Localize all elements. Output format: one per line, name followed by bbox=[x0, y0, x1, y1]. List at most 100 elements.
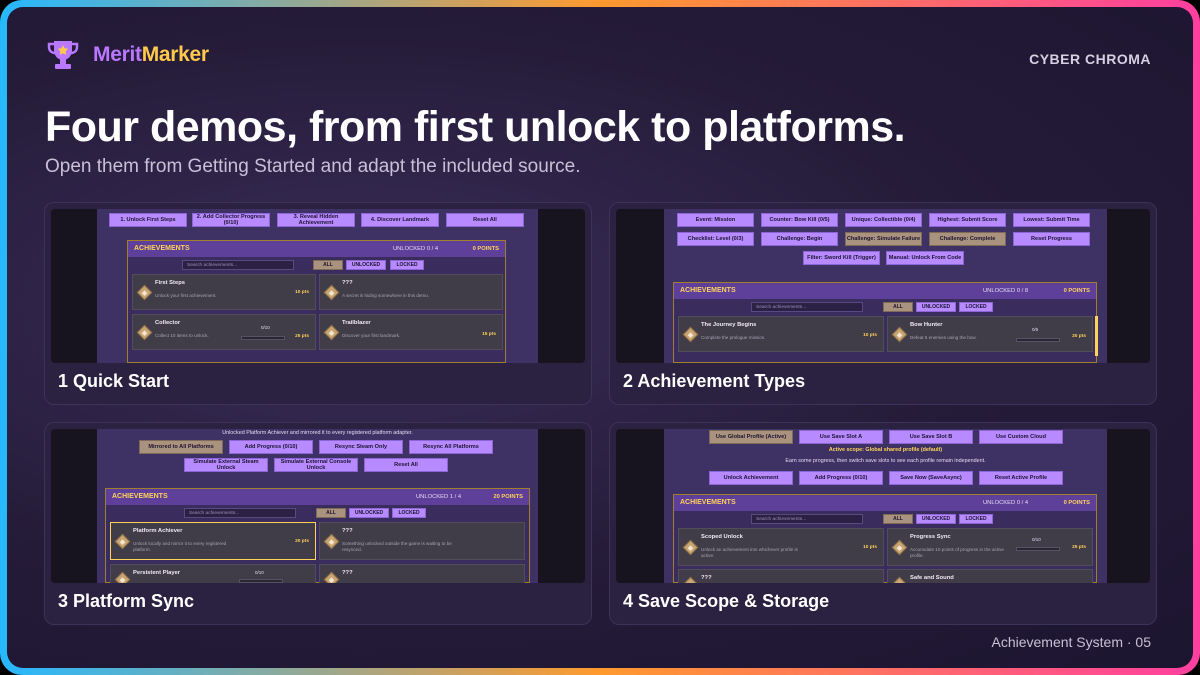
filter-all-button[interactable]: ALL bbox=[883, 302, 913, 312]
achievement-item[interactable]: Progress Sync Accumulate 10 points of pr… bbox=[887, 528, 1093, 566]
demo-button[interactable]: Simulate External Console Unlock bbox=[274, 458, 358, 472]
demo-button[interactable]: Use Save Slot B bbox=[889, 430, 973, 444]
filter-unlocked-button[interactable]: UNLOCKED bbox=[349, 508, 389, 518]
panel-title: ACHIEVEMENTS bbox=[112, 493, 168, 500]
diamond-badge-icon bbox=[891, 539, 908, 556]
achievement-item[interactable]: ??? Something unlocked outside the game … bbox=[319, 522, 525, 560]
filter-locked-button[interactable]: LOCKED bbox=[390, 260, 424, 270]
filter-locked-button[interactable]: LOCKED bbox=[392, 508, 426, 518]
demo-button[interactable]: Add Progress (0/10) bbox=[799, 471, 883, 485]
demo-stage: Use Global Profile (Active) Use Save Slo… bbox=[664, 429, 1107, 583]
demo-button[interactable]: Resync Steam Only bbox=[319, 440, 403, 454]
search-input[interactable]: Search achievements... bbox=[182, 260, 294, 270]
demo-screenshot: 1. Unlock First Steps 2. Add Collector P… bbox=[51, 209, 585, 363]
demo-button[interactable]: 1. Unlock First Steps bbox=[109, 213, 187, 227]
demo-button[interactable]: Checklist: Level (0/3) bbox=[677, 232, 754, 246]
filter-all-button[interactable]: ALL bbox=[313, 260, 343, 270]
diamond-badge-icon bbox=[891, 576, 908, 583]
achievements-panel: ACHIEVEMENTS UNLOCKED 0 / 4 0 POINTS Sea… bbox=[127, 240, 506, 363]
demo-button[interactable]: Challenge: Complete bbox=[929, 232, 1006, 246]
card-label: 3 Platform Sync bbox=[58, 591, 195, 611]
demo-button[interactable]: Reset Progress bbox=[1013, 232, 1090, 246]
demo-card-quick-start[interactable]: 1. Unlock First Steps 2. Add Collector P… bbox=[44, 202, 592, 405]
filter-all-button[interactable]: ALL bbox=[316, 508, 346, 518]
unlocked-count: UNLOCKED 0 / 4 bbox=[393, 246, 439, 252]
diamond-badge-icon bbox=[136, 324, 153, 341]
brand-name: MeritMarker bbox=[93, 43, 209, 66]
search-input[interactable]: Search achievements... bbox=[184, 508, 296, 518]
diamond-badge-icon bbox=[682, 576, 699, 583]
progress-bar bbox=[241, 336, 285, 340]
active-scope-label: Active scope: Global shared profile (def… bbox=[828, 447, 943, 453]
achievement-item[interactable]: ??? A secret is hiding somewhere in this… bbox=[319, 274, 503, 310]
achievement-item[interactable]: The Journey Begins Complete the prologue… bbox=[678, 316, 884, 352]
demo-button[interactable]: Event: Mission bbox=[677, 213, 754, 227]
demo-button[interactable]: Manual: Unlock From Code bbox=[886, 251, 964, 265]
achievement-item[interactable]: Scoped Unlock Unlock an achievement into… bbox=[678, 528, 884, 566]
achievement-item[interactable]: Trailblazer Discover your first landmark… bbox=[319, 314, 503, 350]
demo-button[interactable]: Add Progress (0/10) bbox=[229, 440, 313, 454]
demo-card-platform-sync[interactable]: Unlocked Platform Achiever and mirrored … bbox=[44, 422, 592, 625]
search-input[interactable]: Search achievements... bbox=[751, 302, 863, 312]
filter-unlocked-button[interactable]: UNLOCKED bbox=[346, 260, 386, 270]
demo-button[interactable]: Resync All Platforms bbox=[409, 440, 493, 454]
card-label: 4 Save Scope & Storage bbox=[623, 591, 830, 611]
achievement-item[interactable]: First Steps Unlock your first achievemen… bbox=[132, 274, 316, 310]
demo-button[interactable]: 4. Discover Landmark bbox=[361, 213, 439, 227]
progress-bar bbox=[239, 579, 283, 583]
search-input[interactable]: Search achievements... bbox=[751, 514, 863, 524]
demo-button[interactable]: Simulate External Steam Unlock bbox=[184, 458, 268, 472]
diamond-badge-icon bbox=[323, 324, 340, 341]
demo-button[interactable]: Use Custom Cloud bbox=[979, 430, 1063, 444]
demo-button[interactable]: Reset Active Profile bbox=[979, 471, 1063, 485]
diamond-badge-icon bbox=[114, 571, 131, 583]
achievement-item[interactable]: Platform Achiever Unlock locally and mir… bbox=[110, 522, 316, 560]
progress-bar bbox=[1016, 547, 1060, 551]
demo-button[interactable]: Reset All bbox=[364, 458, 448, 472]
demo-screenshot: Event: Mission Counter: Bow Kill (0/5) U… bbox=[616, 209, 1150, 363]
demo-card-achievement-types[interactable]: Event: Mission Counter: Bow Kill (0/5) U… bbox=[609, 202, 1157, 405]
achievement-item[interactable]: Persistent Player 0/10 bbox=[110, 564, 316, 583]
filter-locked-button[interactable]: LOCKED bbox=[959, 514, 993, 524]
demo-button[interactable]: Unique: Collectible (0/4) bbox=[845, 213, 922, 227]
achievements-panel: ACHIEVEMENTS UNLOCKED 0 / 8 0 POINTS Sea… bbox=[673, 282, 1098, 363]
demo-button[interactable]: Unlock Achievement bbox=[709, 471, 793, 485]
filter-locked-button[interactable]: LOCKED bbox=[959, 302, 993, 312]
demo-button[interactable]: Filter: Sword Kill (Trigger) bbox=[803, 251, 880, 265]
diamond-badge-icon bbox=[323, 571, 340, 583]
demo-screenshot: Use Global Profile (Active) Use Save Slo… bbox=[616, 429, 1150, 583]
points-total: 0 POINTS bbox=[472, 246, 499, 252]
achievement-item[interactable]: Collector Collect 10 items to unlock. 0/… bbox=[132, 314, 316, 350]
filter-unlocked-button[interactable]: UNLOCKED bbox=[916, 514, 956, 524]
demo-button[interactable]: Counter: Bow Kill (0/5) bbox=[761, 213, 838, 227]
demo-button[interactable]: Challenge: Simulate Failure bbox=[845, 232, 922, 246]
achievement-item[interactable]: ??? bbox=[678, 569, 884, 583]
points-total: 0 POINTS bbox=[1063, 288, 1090, 294]
achievement-item[interactable]: ??? bbox=[319, 564, 525, 583]
progress-bar bbox=[1016, 338, 1060, 342]
achievement-item[interactable]: Bow Hunter Defeat 5 enemies using the bo… bbox=[887, 316, 1093, 352]
demo-button[interactable]: Save Now (SaveAsync) bbox=[889, 471, 973, 485]
filter-all-button[interactable]: ALL bbox=[883, 514, 913, 524]
demo-button[interactable]: 2. Add Collector Progress (0/10) bbox=[192, 213, 270, 227]
points-total: 0 POINTS bbox=[1063, 500, 1090, 506]
achievement-item[interactable]: Safe and Sound bbox=[887, 569, 1093, 583]
demo-stage: 1. Unlock First Steps 2. Add Collector P… bbox=[97, 209, 538, 363]
demo-button[interactable]: 3. Reveal Hidden Achievement bbox=[277, 213, 355, 227]
status-message: Unlocked Platform Achiever and mirrored … bbox=[222, 430, 413, 436]
theme-label: CYBER CHROMA bbox=[1029, 51, 1151, 67]
demo-button[interactable]: Highest: Submit Score bbox=[929, 213, 1006, 227]
demo-button[interactable]: Lowest: Submit Time bbox=[1013, 213, 1090, 227]
scrollbar[interactable] bbox=[1095, 316, 1098, 356]
demo-button[interactable]: Use Global Profile (Active) bbox=[709, 430, 793, 444]
demo-button[interactable]: Challenge: Begin bbox=[761, 232, 838, 246]
demo-button[interactable]: Mirrored to All Platforms bbox=[139, 440, 223, 454]
demo-button[interactable]: Use Save Slot A bbox=[799, 430, 883, 444]
demo-card-save-scope[interactable]: Use Global Profile (Active) Use Save Slo… bbox=[609, 422, 1157, 625]
filter-unlocked-button[interactable]: UNLOCKED bbox=[916, 302, 956, 312]
diamond-badge-icon bbox=[114, 533, 131, 550]
diamond-badge-icon bbox=[682, 539, 699, 556]
demo-button[interactable]: Reset All bbox=[446, 213, 524, 227]
status-message: Earn some progress, then switch save slo… bbox=[785, 458, 986, 464]
